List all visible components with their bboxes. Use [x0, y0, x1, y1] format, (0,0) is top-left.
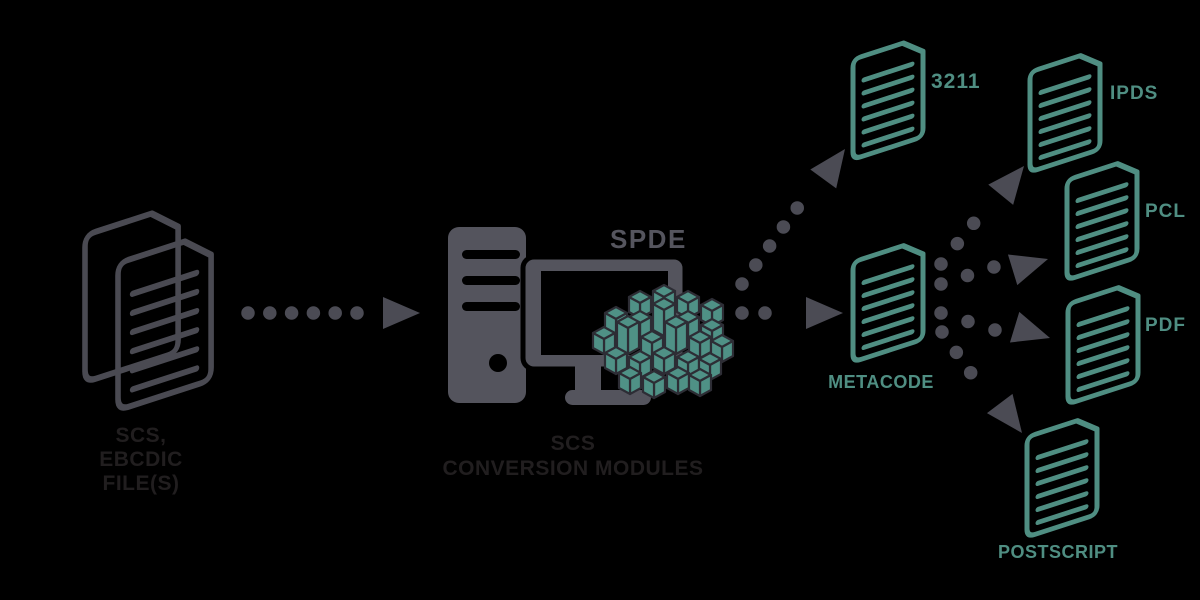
doc-pcl-icon	[1067, 157, 1137, 280]
arrow-spde-to-3211	[735, 139, 858, 291]
doc-postscript-icon	[1027, 414, 1097, 537]
arrowhead-icon	[1009, 311, 1055, 354]
output-label-ipds: IPDS	[1110, 83, 1159, 104]
doc-pdf-icon	[1068, 281, 1138, 404]
arrowhead-icon	[986, 393, 1035, 443]
arrow-spde-to-metacode	[735, 297, 843, 329]
spde-title: SPDE	[610, 224, 687, 254]
tower-icon	[448, 227, 526, 403]
arrow-metacode-to-pdf	[934, 306, 1055, 354]
arrow-metacode-to-pcl	[934, 243, 1053, 291]
output-label-postscript: POSTSCRIPT	[997, 542, 1119, 562]
arrow-metacode-to-ipds	[934, 155, 1037, 271]
dotted-connector	[934, 196, 997, 271]
dotted-connector	[934, 306, 1002, 337]
doc-3211-icon	[853, 37, 923, 160]
output-label-pdf: PDF	[1145, 315, 1186, 336]
front-document-icon	[118, 233, 211, 410]
doc-metacode-icon	[853, 239, 923, 362]
doc-ipds-icon	[1030, 49, 1100, 172]
arrowhead-icon	[383, 297, 420, 329]
dotted-connector	[934, 260, 1001, 291]
dotted-connector	[935, 325, 992, 400]
tower-vents-icon	[462, 250, 520, 372]
arrowhead-icon	[806, 297, 843, 329]
output-label-metacode: METACODE	[828, 372, 934, 392]
conversion-modules-label: SCS CONVERSION MODULES	[442, 432, 704, 480]
tower-power-button-icon	[489, 354, 507, 372]
output-label-pcl: PCL	[1145, 201, 1186, 222]
monitor-base-icon	[565, 390, 651, 405]
arrowhead-icon	[1007, 243, 1053, 286]
source-files-label: SCS, EBCDIC FILE(S)	[99, 424, 183, 495]
output-label-3211: 3211	[931, 70, 981, 93]
dotted-connector	[735, 182, 818, 291]
arrow-metacode-to-postscript	[935, 325, 1035, 443]
arrow-source-to-spde	[241, 297, 420, 329]
source-files-icon	[85, 205, 211, 410]
